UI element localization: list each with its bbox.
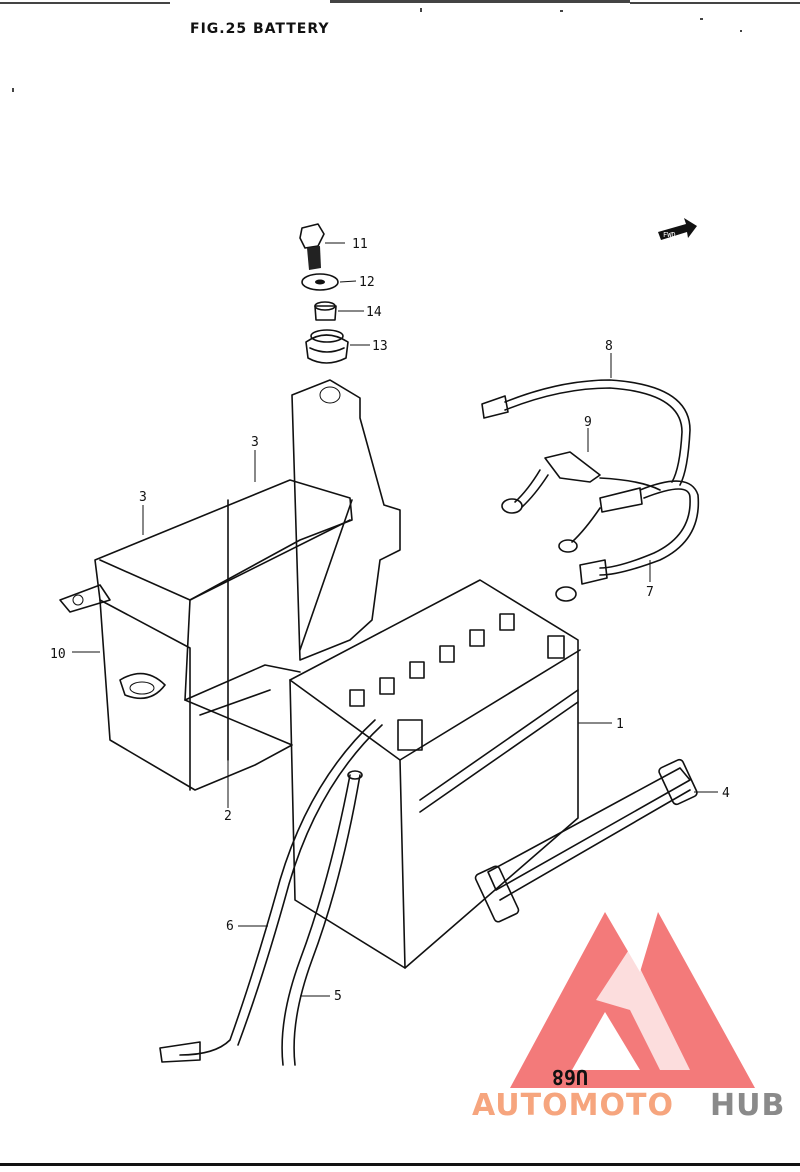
callout-3-upper: 3 [251, 435, 259, 450]
callout-9: 9 [584, 415, 592, 430]
cable-9-part [501, 451, 661, 553]
callout-1: 1 [616, 717, 624, 732]
watermark-text-automoto: AUTOMOTO [472, 1088, 674, 1123]
figure-title: FIG.25 BATTERY [190, 21, 330, 37]
callout-14: 14 [366, 305, 382, 320]
cable-8-part [481, 379, 691, 486]
callout-4: 4 [722, 786, 730, 801]
collar-part [314, 301, 337, 321]
callout-12: 12 [359, 275, 375, 290]
watermark-logo [510, 912, 755, 1088]
leader-lines [72, 242, 718, 997]
battery-part [289, 579, 581, 969]
bottom-border [0, 1163, 800, 1166]
cable-6-part [159, 719, 383, 1063]
callout-2: 2 [224, 809, 232, 824]
figure-code: U68 [552, 1065, 588, 1089]
callout-10: 10 [50, 647, 66, 662]
battery-holder-part [59, 379, 401, 791]
battery-terminals [349, 613, 565, 751]
callout-3-lower: 3 [139, 490, 147, 505]
cable-7-part [555, 480, 700, 602]
callout-11: 11 [352, 237, 368, 252]
watermark-text-hub: HUB [710, 1088, 785, 1123]
callout-8: 8 [605, 339, 613, 354]
bolt-part [299, 223, 325, 270]
callout-6: 6 [226, 919, 234, 934]
fwd-arrow-label: FWD [663, 231, 676, 239]
breather-hose-part [281, 770, 363, 1066]
callout-labels: 11 12 14 13 8 9 7 1 4 10 3 3 2 6 5 [50, 237, 730, 1004]
scan-noise-top [0, 0, 800, 92]
fwd-arrow-icon: FWD [658, 218, 697, 240]
grommet-part [305, 329, 349, 364]
callout-5: 5 [334, 989, 342, 1004]
battery-strap-part [474, 758, 698, 923]
washer-part [301, 273, 339, 291]
callout-7: 7 [646, 585, 654, 600]
callout-13: 13 [372, 339, 388, 354]
